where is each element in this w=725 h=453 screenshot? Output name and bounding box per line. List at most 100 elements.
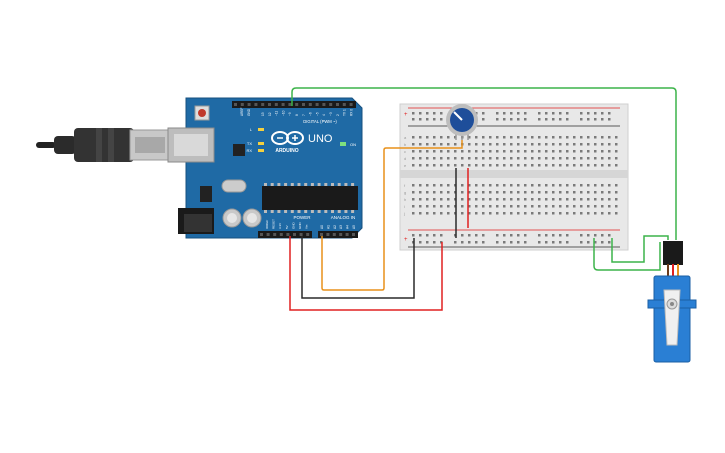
breadboard-hole[interactable] [433,212,436,215]
breadboard-hole[interactable] [489,198,492,201]
breadboard-hole[interactable] [538,212,541,215]
breadboard-hole[interactable] [517,205,520,208]
breadboard-hole[interactable] [538,150,541,153]
breadboard-hole[interactable] [615,205,618,208]
breadboard-hole[interactable] [426,205,429,208]
rail-hole[interactable] [482,241,485,244]
breadboard-hole[interactable] [426,164,429,167]
wire-red-5v[interactable] [289,236,443,311]
rail-hole[interactable] [601,234,604,237]
breadboard-hole[interactable] [517,212,520,215]
breadboard-hole[interactable] [447,198,450,201]
analog-header[interactable] [318,231,358,238]
breadboard-hole[interactable] [566,150,569,153]
breadboard-hole[interactable] [433,136,436,139]
breadboard-hole[interactable] [517,198,520,201]
header-pin[interactable] [279,233,283,236]
breadboard-hole[interactable] [510,184,513,187]
breadboard-hole[interactable] [615,191,618,194]
breadboard-hole[interactable] [426,191,429,194]
rail-hole[interactable] [426,112,429,115]
header-pin[interactable] [295,103,299,106]
breadboard-hole[interactable] [503,150,506,153]
breadboard-hole[interactable] [587,205,590,208]
breadboard-hole[interactable] [475,191,478,194]
breadboard-hole[interactable] [545,184,548,187]
breadboard-hole[interactable] [468,136,471,139]
rail-hole[interactable] [440,118,443,121]
rail-hole[interactable] [496,234,499,237]
breadboard-hole[interactable] [489,136,492,139]
wire-black-gnd[interactable] [301,236,415,299]
breadboard-hole[interactable] [524,212,527,215]
breadboard-hole[interactable] [440,143,443,146]
breadboard-hole[interactable] [580,164,583,167]
rail-hole[interactable] [608,241,611,244]
breadboard-hole[interactable] [433,184,436,187]
breadboard-hole[interactable] [524,136,527,139]
breadboard-hole[interactable] [503,184,506,187]
potentiometer[interactable] [446,104,478,140]
breadboard-hole[interactable] [601,143,604,146]
breadboard-hole[interactable] [559,191,562,194]
breadboard-hole[interactable] [517,136,520,139]
breadboard-hole[interactable] [412,136,415,139]
rail-hole[interactable] [587,118,590,121]
rail-hole[interactable] [419,234,422,237]
rail-hole[interactable] [559,241,562,244]
breadboard-hole[interactable] [580,212,583,215]
rail-hole[interactable] [468,234,471,237]
usb-cable[interactable] [36,128,171,162]
breadboard-hole[interactable] [566,212,569,215]
digital-header[interactable] [232,101,356,108]
breadboard-hole[interactable] [510,198,513,201]
breadboard-hole[interactable] [524,191,527,194]
breadboard-hole[interactable] [615,212,618,215]
header-pin[interactable] [345,233,349,236]
breadboard-hole[interactable] [517,150,520,153]
rail-hole[interactable] [601,112,604,115]
breadboard-hole[interactable] [454,164,457,167]
rail-hole[interactable] [461,234,464,237]
breadboard-hole[interactable] [615,136,618,139]
breadboard-hole[interactable] [468,205,471,208]
breadboard-hole[interactable] [475,150,478,153]
rail-hole[interactable] [517,112,520,115]
breadboard-hole[interactable] [601,150,604,153]
breadboard-hole[interactable] [594,143,597,146]
rail-hole[interactable] [566,112,569,115]
rail-hole[interactable] [587,112,590,115]
breadboard-hole[interactable] [496,191,499,194]
breadboard-hole[interactable] [496,150,499,153]
breadboard-hole[interactable] [566,205,569,208]
breadboard-hole[interactable] [566,157,569,160]
header-pin[interactable] [234,103,237,106]
breadboard-hole[interactable] [608,191,611,194]
rail-hole[interactable] [587,234,590,237]
breadboard-hole[interactable] [426,136,429,139]
breadboard-hole[interactable] [510,143,513,146]
header-pin[interactable] [306,233,310,236]
breadboard-hole[interactable] [601,198,604,201]
breadboard-hole[interactable] [489,143,492,146]
breadboard-hole[interactable] [552,136,555,139]
breadboard-hole[interactable] [552,157,555,160]
breadboard-hole[interactable] [426,184,429,187]
breadboard-hole[interactable] [524,143,527,146]
rail-hole[interactable] [580,234,583,237]
breadboard-hole[interactable] [594,164,597,167]
breadboard-hole[interactable] [566,136,569,139]
breadboard-hole[interactable] [601,191,604,194]
breadboard-hole[interactable] [594,198,597,201]
breadboard-hole[interactable] [419,184,422,187]
breadboard-hole[interactable] [601,157,604,160]
breadboard-hole[interactable] [489,191,492,194]
breadboard-hole[interactable] [524,205,527,208]
breadboard-hole[interactable] [594,212,597,215]
breadboard-hole[interactable] [538,157,541,160]
rail-hole[interactable] [552,241,555,244]
breadboard-hole[interactable] [482,191,485,194]
breadboard-hole[interactable] [559,143,562,146]
breadboard-hole[interactable] [426,198,429,201]
breadboard-hole[interactable] [433,191,436,194]
